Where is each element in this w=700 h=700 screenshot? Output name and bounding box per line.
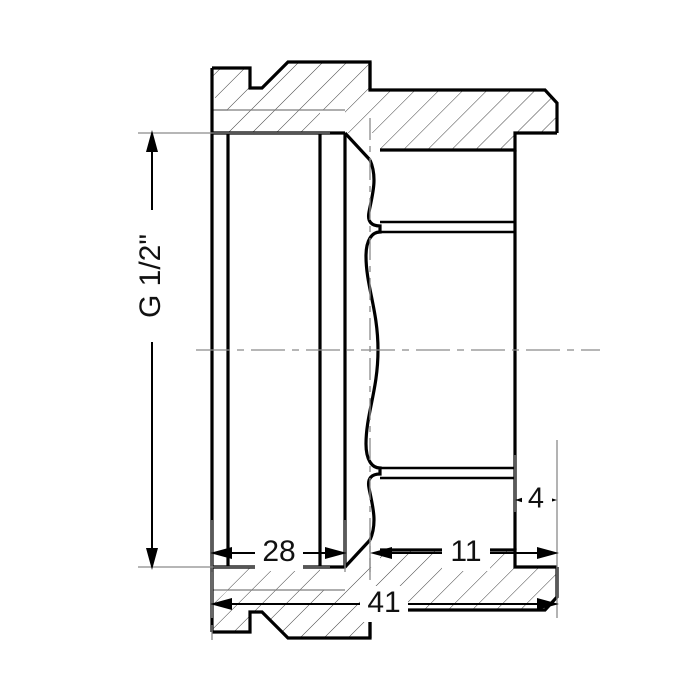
arrowhead-right-41 (537, 598, 559, 610)
arrowhead-up (146, 130, 158, 152)
arrowhead-left-11 (370, 547, 392, 559)
dimension-thread-size: G 1/2" (134, 130, 170, 570)
center-lines (196, 118, 600, 582)
thin-construction-lines (212, 109, 345, 591)
arrowhead-right-11 (537, 547, 559, 559)
arrowhead-left-28 (210, 547, 232, 559)
extension-lines (138, 132, 558, 640)
dimension-41: 41 (210, 586, 559, 622)
dim-28-label: 28 (262, 535, 295, 568)
dim-41-label: 41 (367, 586, 400, 619)
thread-size-label: G 1/2" (134, 234, 167, 318)
dim-4-label: 4 (528, 483, 544, 515)
dimension-11: 11 (370, 535, 559, 571)
dim-11-label: 11 (450, 535, 481, 568)
arrowhead-left-41 (210, 598, 232, 610)
arrowhead-right-28 (325, 547, 347, 559)
dimension-4: 4 (515, 483, 557, 517)
arrowhead-down (146, 548, 158, 570)
body-outline-upper (210, 60, 559, 350)
dimension-28: 28 (210, 535, 347, 571)
